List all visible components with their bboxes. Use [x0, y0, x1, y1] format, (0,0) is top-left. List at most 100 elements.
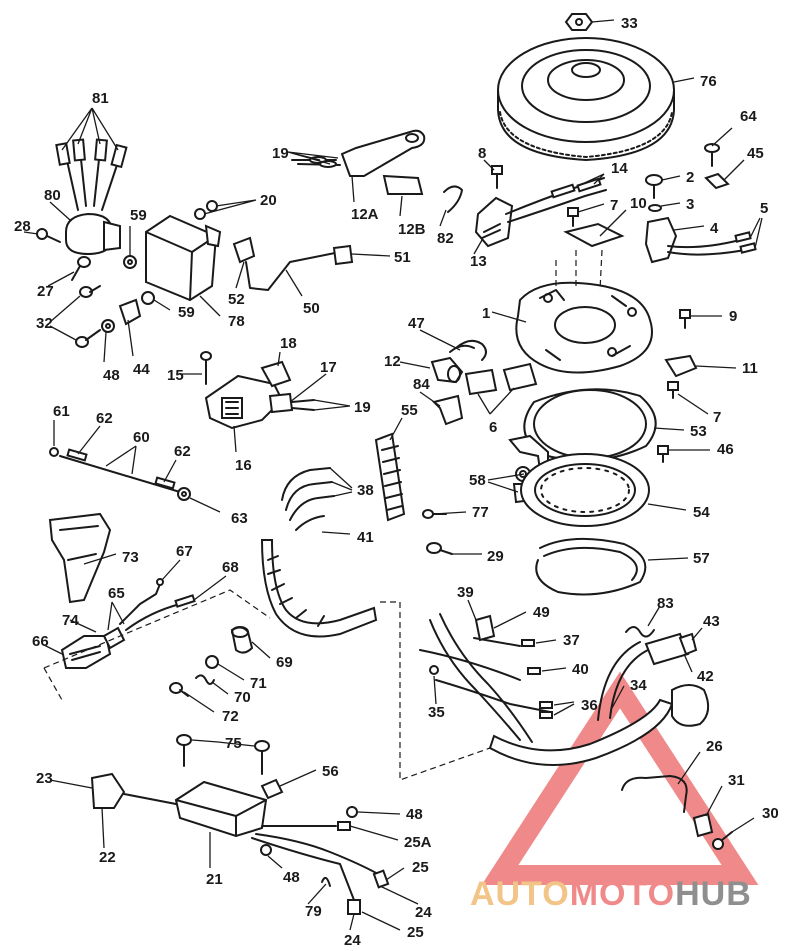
watermark-logo: AUTOMOTOHUB: [470, 671, 759, 913]
part-stator-plate-1: [515, 249, 653, 374]
callout-c57: 57: [693, 550, 710, 567]
callout-c51: 51: [394, 249, 411, 266]
part-wire-67-68: [119, 578, 196, 631]
callout-c4: 4: [710, 220, 719, 237]
part-screw-7a: [567, 207, 579, 227]
callout-c47: 47: [408, 315, 425, 332]
callout-c20: 20: [260, 192, 277, 209]
callout-c79: 79: [305, 903, 322, 920]
callout-c34: 34: [630, 677, 647, 694]
callout-c62a: 62: [96, 410, 113, 427]
callout-c63: 63: [231, 510, 248, 527]
callout-c17: 17: [320, 359, 337, 376]
callout-c28: 28: [14, 218, 31, 235]
callout-c72: 72: [222, 708, 239, 725]
callout-c49: 49: [533, 604, 550, 621]
part-plate-11: [664, 354, 698, 378]
callout-c21: 21: [206, 871, 223, 888]
callout-c30: 30: [762, 805, 779, 822]
part-switch-16: [204, 374, 284, 430]
part-connector-17: [268, 392, 294, 414]
callout-c76: 76: [700, 73, 717, 90]
callout-c55: 55: [401, 402, 418, 419]
part-screw-27: [71, 256, 91, 281]
part-screw-28: [36, 228, 61, 243]
callout-c52: 52: [228, 291, 245, 308]
callout-c59a: 59: [130, 207, 147, 224]
callout-c23: 23: [36, 770, 53, 787]
callout-c39: 39: [457, 584, 474, 601]
callout-c71: 71: [250, 675, 267, 692]
callout-c13: 13: [470, 253, 487, 270]
part-power-pack-21: [174, 780, 268, 838]
callout-c54: 54: [693, 504, 710, 521]
part-ignition-coil-78: [145, 214, 222, 302]
callout-c70: 70: [234, 689, 251, 706]
part-screw-72: [169, 682, 189, 697]
callout-c37: 37: [563, 632, 580, 649]
callout-c58: 58: [469, 472, 486, 489]
part-flywheel-76: [497, 37, 675, 162]
part-washer-48a: [101, 319, 115, 333]
part-clamp-44: [118, 298, 142, 326]
part-screw-64: [704, 143, 720, 167]
part-bracket-10: [563, 222, 625, 248]
callout-c25b: 25: [407, 924, 424, 941]
callout-c67: 67: [176, 543, 193, 560]
callout-c7b: 7: [713, 409, 721, 426]
watermark-triangle-inner: [555, 745, 685, 850]
part-screw-8: [491, 165, 503, 189]
callout-c7a: 7: [610, 197, 618, 214]
callout-c42: 42: [697, 668, 714, 685]
part-terminals-37-40-36: [429, 639, 553, 719]
callout-c2: 2: [686, 169, 694, 186]
callout-c19b: 19: [354, 399, 371, 416]
callout-c59b: 59: [178, 304, 195, 321]
part-bracket-18: [260, 360, 292, 388]
callout-c77: 77: [472, 504, 489, 521]
callout-c14: 14: [611, 160, 628, 177]
part-sensor-4: [644, 216, 757, 264]
part-charge-coil-13: [474, 177, 607, 248]
callout-c22: 22: [99, 849, 116, 866]
callout-c44: 44: [133, 361, 150, 378]
leader-lines: [23, 19, 763, 931]
callout-c75: 75: [225, 735, 242, 752]
part-ring-54: [520, 453, 650, 527]
callout-c56: 56: [322, 763, 339, 780]
watermark-text: AUTOMOTOHUB: [470, 875, 752, 913]
callout-c68: 68: [222, 559, 239, 576]
part-screw-30: [712, 831, 733, 850]
callout-c48c: 48: [283, 869, 300, 886]
callout-c69: 69: [276, 654, 293, 671]
callout-c46: 46: [717, 441, 734, 458]
callout-c40: 40: [572, 661, 589, 678]
watermark-hub: HUB: [675, 875, 752, 913]
part-clip-56: [260, 778, 284, 800]
watermark-moto: MOTO: [570, 875, 675, 913]
part-wire-47: [449, 339, 487, 361]
part-washer-59a: [123, 255, 137, 269]
callout-c53: 53: [690, 423, 707, 440]
part-harness-41: [260, 467, 378, 638]
part-terminal-block-55: [374, 432, 406, 522]
callout-c81: 81: [92, 90, 109, 107]
callout-c31: 31: [728, 772, 745, 789]
callout-c29: 29: [487, 548, 504, 565]
part-nuts-20: [194, 200, 218, 220]
part-clip-45: [704, 172, 730, 190]
callout-c15: 15: [167, 367, 184, 384]
part-spring-70: [195, 674, 215, 685]
callout-c27: 27: [37, 283, 54, 300]
watermark-auto: AUTO: [470, 875, 570, 913]
part-washer-71: [205, 655, 219, 669]
callout-c24b: 24: [344, 932, 361, 949]
callout-c84: 84: [413, 376, 430, 393]
callout-c35: 35: [428, 704, 445, 721]
callout-c80: 80: [44, 187, 61, 204]
part-screw-46: [657, 445, 669, 463]
callout-c83: 83: [657, 595, 674, 612]
part-coil-80: [65, 212, 121, 256]
part-screw-9: [679, 309, 691, 329]
